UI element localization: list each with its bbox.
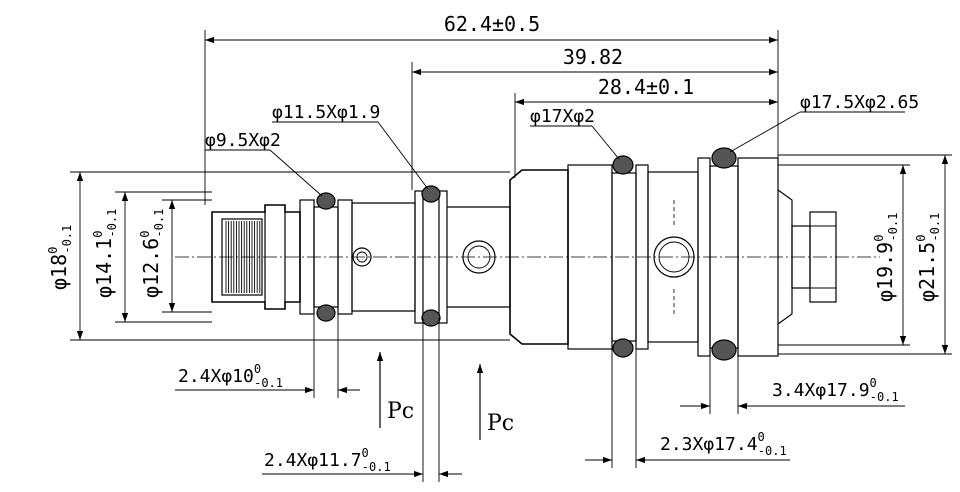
pc-1-label: Pc (387, 399, 414, 424)
o-rings (316, 147, 737, 361)
oring-4-label: φ17.5Xφ2.65 (800, 92, 919, 113)
oring-1-bottom (316, 304, 336, 322)
pc-2-label: Pc (487, 411, 514, 436)
oring-1-label: φ9.5Xφ2 (205, 130, 281, 151)
oring-3-bottom (612, 338, 634, 358)
oring-callouts: φ9.5Xφ2 φ11.5Xφ1.9 φ17Xφ2 φ17.5Xφ2.65 (205, 92, 919, 197)
right-diameter-dimensions: φ19.90-0.1 φ21.50-0.1 (778, 154, 952, 355)
oring-2-label: φ11.5Xφ1.9 (272, 102, 380, 123)
pressure-ports: Pc Pc (376, 352, 514, 440)
oring-3-top (612, 155, 634, 175)
dia-12-label: φ12.60-0.1 (138, 209, 166, 298)
oring-4-bottom (711, 339, 737, 361)
dia-21-label: φ21.50-0.1 (914, 213, 942, 302)
length-2-label: 39.82 (563, 45, 623, 69)
dia-14-label: φ14.10-0.1 (91, 209, 119, 298)
left-diameter-dimensions: φ180-0.1 φ14.10-0.1 φ12.60-0.1 (46, 171, 510, 341)
thread-hatching (225, 221, 261, 293)
overall-length-label: 62.4±0.5 (444, 12, 540, 36)
groove-2-label: 2.4Xφ11.70-0.1 (264, 446, 391, 474)
dia-19-label: φ19.90-0.1 (872, 213, 900, 302)
oring-3-label: φ17Xφ2 (530, 106, 595, 127)
oring-2-top (421, 185, 441, 203)
groove-3-label: 2.3Xφ17.40-0.1 (660, 430, 787, 458)
length-3-label: 28.4±0.1 (598, 75, 694, 99)
oring-2-bottom (421, 309, 441, 327)
dia-18-label: φ180-0.1 (46, 225, 74, 290)
top-dimensions: 62.4±0.5 39.82 28.4±0.1 (204, 12, 779, 205)
groove-dimensions: 2.4Xφ100-0.1 2.4Xφ11.70-0.1 2.3Xφ17.40-0… (175, 307, 905, 482)
valve-body (211, 157, 837, 357)
groove-4-label: 3.4Xφ17.90-0.1 (772, 376, 899, 404)
oring-1-top (316, 192, 336, 210)
groove-1-label: 2.4Xφ100-0.1 (178, 362, 283, 390)
oring-4-top (711, 147, 737, 169)
